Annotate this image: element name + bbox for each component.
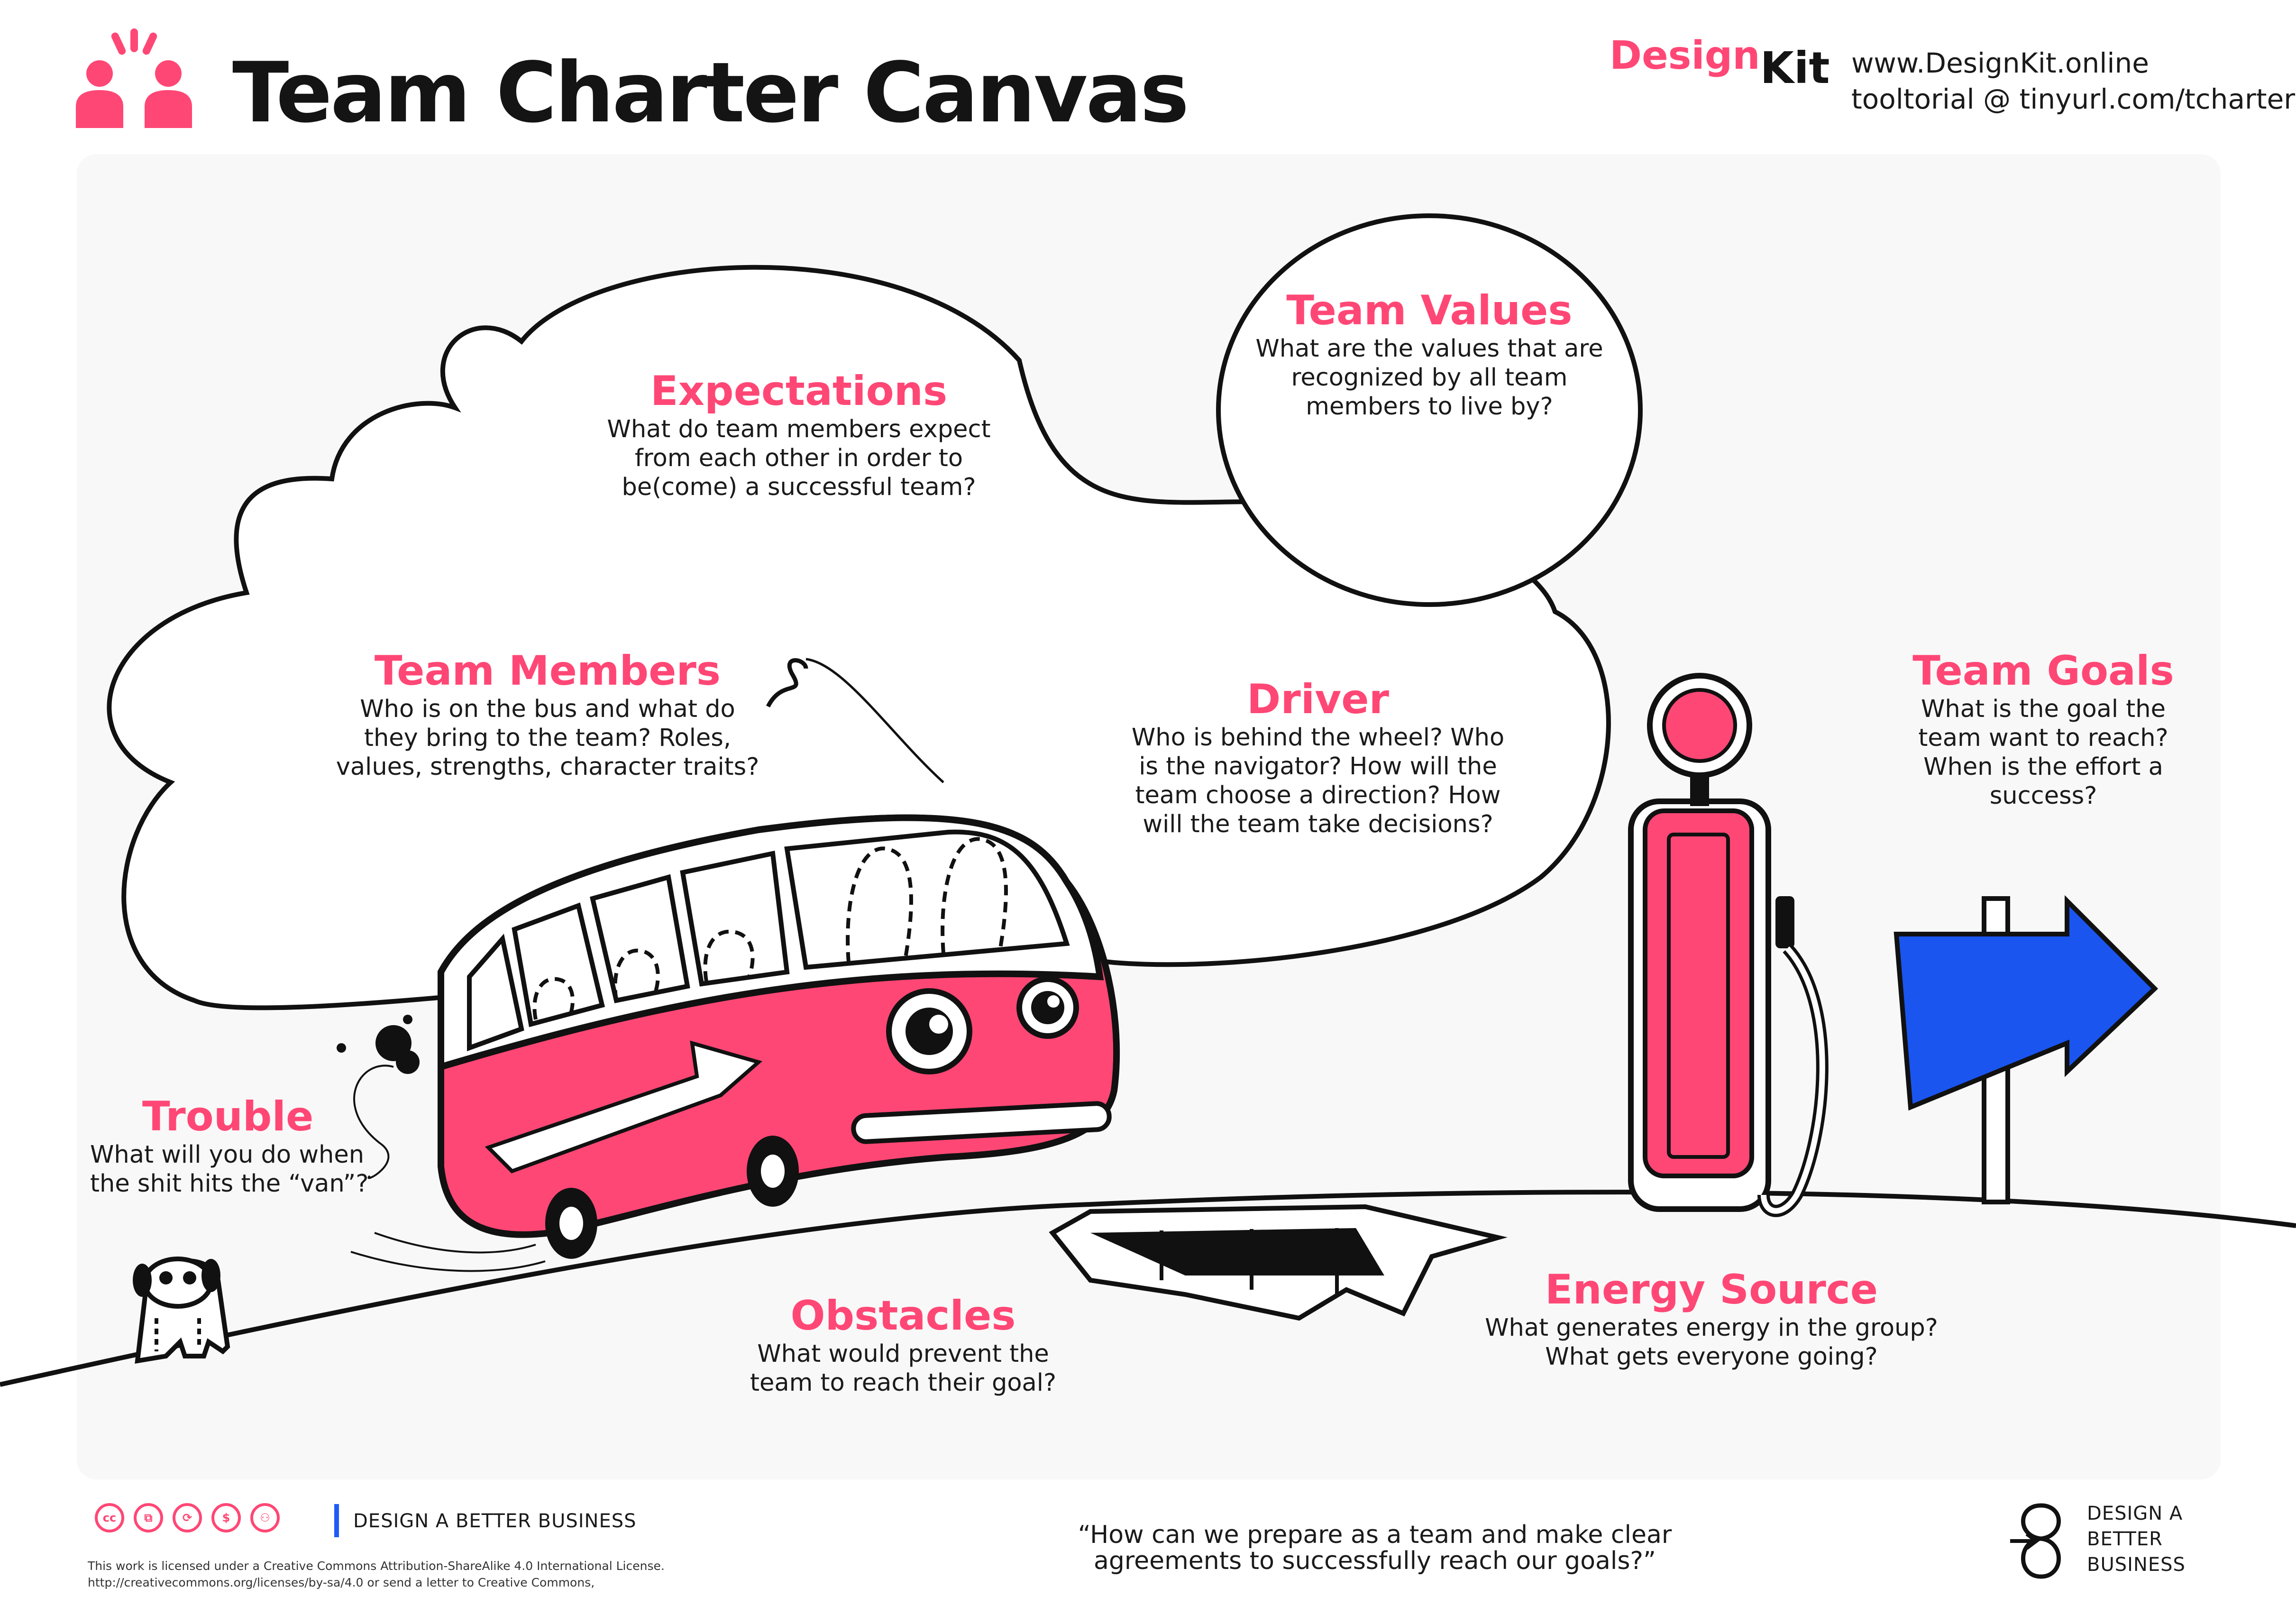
trouble-section: Trouble What will you do when the shit h… bbox=[76, 1093, 370, 1198]
expectations-section: Expectations What do team members expect… bbox=[562, 367, 1036, 502]
team-members-question-line: values, strengths, character traits? bbox=[336, 753, 759, 781]
team-goals-question-line: What is the goal the bbox=[1921, 695, 2166, 723]
pothole-obstacle bbox=[1049, 1204, 1508, 1321]
driver-heading: Driver bbox=[1246, 676, 1390, 723]
team-goals-section: Team Goals What is the goal the team wan… bbox=[1877, 647, 2209, 810]
driver-question-line: will the team take decisions? bbox=[1143, 810, 1493, 838]
tooltorial-link[interactable]: tooltorial @ tinyurl.com/tcharterc bbox=[1851, 83, 2296, 115]
driver-question-line: is the navigator? How will the bbox=[1139, 752, 1497, 780]
expectations-question-line: from each other in order to bbox=[634, 444, 963, 472]
energy-source-question-line: What generates energy in the group? bbox=[1485, 1314, 1938, 1342]
trouble-question-line: What will you do when bbox=[90, 1141, 365, 1169]
team-van bbox=[337, 814, 1120, 1259]
header-links: www.DesignKit.online tooltorial @ tinyur… bbox=[1851, 45, 2296, 117]
cc-license-icons: cc ⧉ ⟳ $ ⚇ bbox=[95, 1503, 289, 1532]
designkit-logo: DesignKit bbox=[1610, 28, 1829, 93]
team-values-circle bbox=[1216, 213, 1643, 607]
team-members-question-line: they bring to the team? Roles, bbox=[364, 724, 732, 752]
team-values-section: Team Values What are the values that are… bbox=[1211, 287, 1647, 421]
dabb-logo-text: DESIGN A BETTER BUSINESS bbox=[2087, 1501, 2186, 1578]
cc-icon: cc bbox=[95, 1503, 124, 1532]
goal-signpost bbox=[1894, 895, 2159, 1204]
attribution-icon: ⚇ bbox=[250, 1503, 280, 1532]
site-link[interactable]: www.DesignKit.online bbox=[1851, 47, 2149, 79]
team-values-question-line: members to live by? bbox=[1306, 393, 1553, 421]
driver-section: Driver Who is behind the wheel? Who is t… bbox=[1100, 676, 1536, 839]
page-title: Team Charter Canvas bbox=[232, 45, 1189, 141]
squiggle bbox=[766, 658, 808, 708]
license-text: This work is licensed under a Creative C… bbox=[88, 1558, 665, 1591]
expectations-question-line: be(come) a successful team? bbox=[622, 473, 976, 501]
team-goals-question-line: team want to reach? bbox=[1918, 724, 2168, 752]
quote-line: “How can we prepare as a team and make c… bbox=[1078, 1521, 1672, 1549]
quote-line: agreements to successfully reach our goa… bbox=[1094, 1547, 1656, 1575]
expectations-question-line: What do team members expect bbox=[607, 415, 991, 443]
obstacles-question-line: What would prevent the bbox=[757, 1340, 1049, 1368]
brand-kit: Kit bbox=[1760, 43, 1830, 93]
team-goals-question-line: When is the effort a bbox=[1923, 753, 2163, 781]
license-line: http://creativecommons.org/licenses/by-s… bbox=[88, 1576, 595, 1589]
license-line: This work is licensed under a Creative C… bbox=[88, 1559, 665, 1573]
team-values-question-line: recognized by all team bbox=[1291, 364, 1568, 392]
team-values-heading: Team Values bbox=[1286, 287, 1573, 334]
dog-illustration bbox=[133, 1257, 230, 1364]
driver-question-line: Who is behind the wheel? Who bbox=[1131, 724, 1505, 752]
team-values-question-line: What are the values that are bbox=[1255, 335, 1603, 363]
team-goals-heading: Team Goals bbox=[1912, 647, 2174, 695]
spin-lines bbox=[353, 1064, 394, 1179]
team-members-section: Team Members Who is on the bus and what … bbox=[311, 647, 785, 781]
design-question-quote: “How can we prepare as a team and make c… bbox=[844, 1522, 1906, 1574]
trouble-question-line: the shit hits the “van”? bbox=[90, 1170, 369, 1198]
speed-lines bbox=[350, 1232, 546, 1272]
obstacles-question-line: team to reach their goal? bbox=[750, 1369, 1057, 1397]
energy-source-heading: Energy Source bbox=[1545, 1266, 1878, 1313]
share-alike-icon: ⟳ bbox=[173, 1503, 202, 1532]
driver-question-line: team choose a direction? How bbox=[1135, 781, 1501, 809]
expectations-cloud bbox=[107, 265, 1611, 1010]
divider-bar bbox=[334, 1504, 339, 1537]
team-members-question-line: Who is on the bus and what do bbox=[360, 695, 735, 723]
logo-line: BUSINESS bbox=[2087, 1554, 2186, 1576]
obstacles-section: Obstacles What would prevent the team to… bbox=[713, 1292, 1093, 1397]
obstacles-heading: Obstacles bbox=[790, 1292, 1016, 1340]
noncommercial-icon: $ bbox=[211, 1503, 241, 1532]
dabb-logo-icon bbox=[2008, 1501, 2074, 1581]
fuel-pump bbox=[1628, 673, 1829, 1217]
org-name: DESIGN A BETTER BUSINESS bbox=[353, 1510, 637, 1532]
energy-source-section: Energy Source What generates energy in t… bbox=[1451, 1266, 1972, 1371]
energy-source-question-line: What gets everyone going? bbox=[1545, 1343, 1878, 1371]
ground-line bbox=[0, 1190, 2296, 1387]
logo-line: DESIGN A bbox=[2087, 1503, 2183, 1524]
logo-line: BETTER bbox=[2087, 1528, 2163, 1550]
kite-string bbox=[805, 658, 944, 783]
expectations-heading: Expectations bbox=[650, 367, 948, 415]
copy-icon: ⧉ bbox=[134, 1503, 163, 1532]
team-icon bbox=[71, 26, 199, 128]
team-goals-question-line: success? bbox=[1989, 782, 2097, 810]
brand-design: Design bbox=[1610, 33, 1760, 78]
team-members-heading: Team Members bbox=[374, 647, 721, 695]
trouble-heading: Trouble bbox=[142, 1093, 314, 1140]
